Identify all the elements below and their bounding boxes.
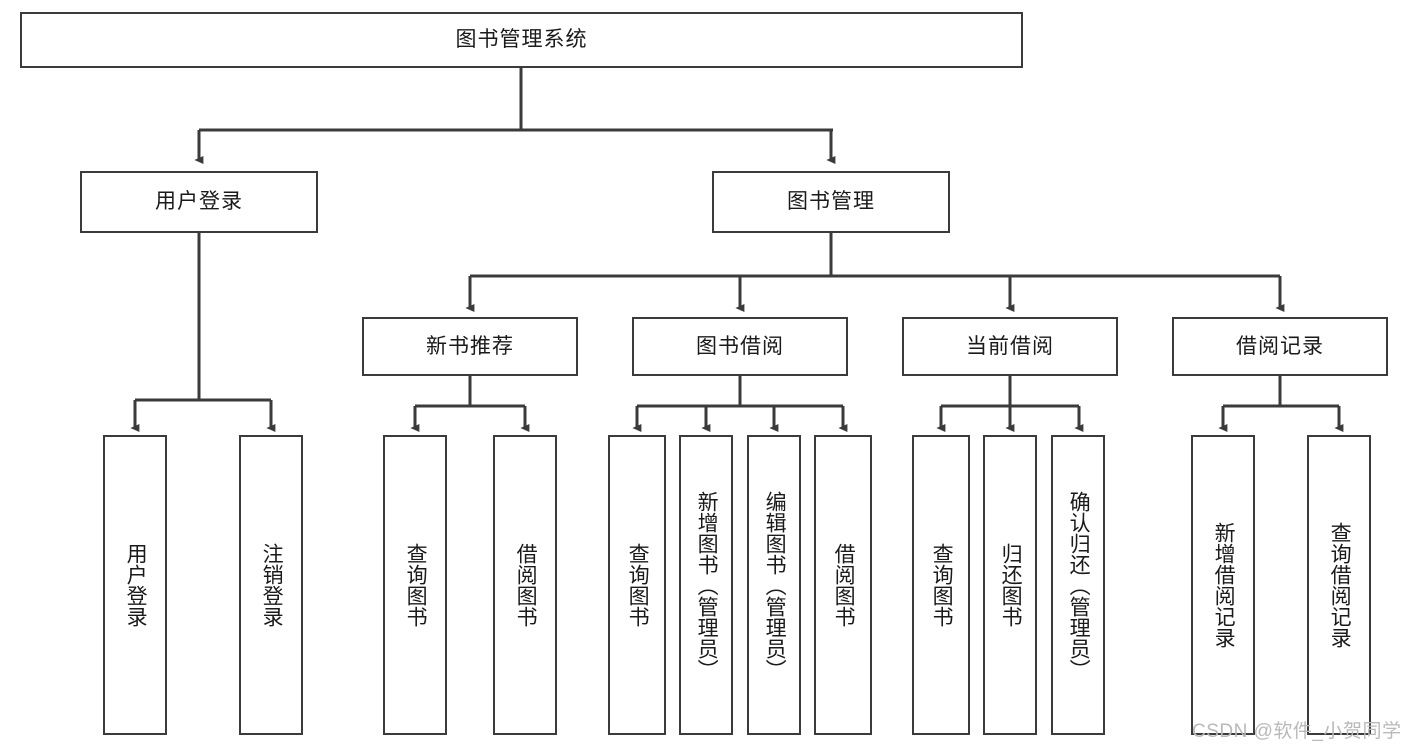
leaf-current-confirm-return-admin[interactable]: 确认归还（管理员）: [1051, 435, 1105, 735]
node-label: 确认归还（管理员）: [1067, 490, 1091, 680]
leaf-current-return-book[interactable]: 归还图书: [983, 435, 1037, 735]
node-label: 新增图书（管理员）: [695, 490, 719, 680]
leaf-current-query-book[interactable]: 查询图书: [912, 435, 970, 735]
leaf-recommend-query-book[interactable]: 查询图书: [383, 435, 447, 735]
leaf-borrow-edit-book-admin[interactable]: 编辑图书（管理员）: [747, 435, 801, 735]
node-label: 查询借阅记录: [1328, 522, 1352, 648]
leaf-borrow-borrow-book[interactable]: 借阅图书: [814, 435, 872, 735]
node-label: 查询图书: [626, 543, 650, 627]
node-label: 借阅图书: [832, 543, 856, 627]
node-book-borrow[interactable]: 图书借阅: [632, 317, 848, 376]
node-label: 借阅记录: [1236, 334, 1324, 358]
node-new-book-recommend[interactable]: 新书推荐: [362, 317, 578, 376]
leaf-borrow-query-book[interactable]: 查询图书: [608, 435, 666, 735]
node-current-borrow[interactable]: 当前借阅: [902, 317, 1118, 376]
node-label: 当前借阅: [966, 334, 1054, 358]
leaf-user-login-signin[interactable]: 用户登录: [103, 435, 167, 735]
node-label: 图书管理系统: [455, 28, 588, 52]
leaf-borrow-add-book-admin[interactable]: 新增图书（管理员）: [679, 435, 733, 735]
leaf-records-query-record[interactable]: 查询借阅记录: [1307, 435, 1371, 735]
node-book-management[interactable]: 图书管理: [712, 171, 950, 233]
node-user-login[interactable]: 用户登录: [80, 171, 318, 233]
node-label: 注销登录: [260, 543, 284, 627]
node-label: 归还图书: [999, 543, 1023, 627]
node-label: 新增借阅记录: [1212, 522, 1236, 648]
node-label: 编辑图书（管理员）: [763, 490, 787, 680]
node-label: 用户登录: [124, 543, 148, 627]
leaf-records-add-record[interactable]: 新增借阅记录: [1191, 435, 1255, 735]
csdn-watermark: CSDN @软件_小贺同学: [1192, 721, 1402, 742]
node-label: 用户登录: [155, 190, 243, 214]
node-label: 查询图书: [930, 543, 954, 627]
node-label: 借阅图书: [514, 543, 538, 627]
node-label: 图书借阅: [696, 334, 784, 358]
leaf-user-login-signout[interactable]: 注销登录: [239, 435, 303, 735]
node-borrow-records[interactable]: 借阅记录: [1172, 317, 1388, 376]
node-label: 图书管理: [787, 190, 875, 214]
leaf-recommend-borrow-book[interactable]: 借阅图书: [493, 435, 557, 735]
node-root-system[interactable]: 图书管理系统: [20, 12, 1023, 68]
node-label: 新书推荐: [426, 334, 514, 358]
node-label: 查询图书: [404, 543, 428, 627]
